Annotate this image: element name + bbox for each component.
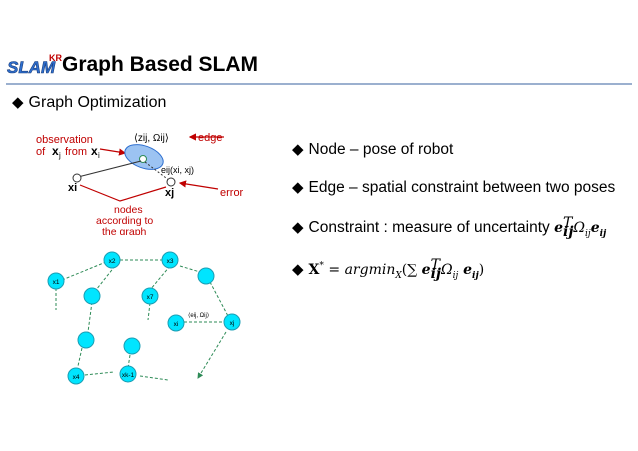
bullet-node: ◆Node – pose of robot	[292, 140, 453, 159]
bullet-node-text: Node – pose of robot	[308, 141, 454, 158]
title-divider	[6, 83, 632, 85]
logo-badge: KR	[49, 53, 62, 63]
math-close: )	[478, 262, 485, 278]
graph-node-x1	[47, 272, 65, 290]
math-X: X	[308, 262, 320, 278]
error-line	[144, 161, 171, 182]
diamond-bullet-icon: ◆	[12, 94, 24, 111]
bullet-constraint-text: Constraint : measure of uncertainty	[308, 219, 555, 236]
math-e: e	[554, 220, 564, 236]
math-e2: e	[590, 220, 600, 236]
diamond-bullet-icon: ◆	[292, 141, 304, 158]
math-argmin: argmin	[344, 262, 396, 278]
node-xi	[72, 173, 82, 183]
constraint-label: ⟨zij, Ωij⟩	[134, 133, 169, 144]
math-eq: =	[323, 262, 345, 278]
graph-label-x4: x4	[73, 374, 80, 381]
node-xi-label: xi	[68, 182, 77, 194]
error-label: error	[220, 187, 244, 199]
math-argmin-sub: X	[395, 271, 402, 282]
math-obj-e2-sub: ij	[472, 271, 479, 282]
graph-node-c	[77, 331, 95, 349]
observation-xi-sub: i	[98, 151, 100, 160]
math-star: *	[319, 260, 324, 271]
graph-edge-label: ⟨eij, Ωij⟩	[188, 312, 209, 319]
math-omega-sub: ij	[585, 229, 591, 240]
observation-from-label: from	[65, 146, 87, 158]
graph-node-a	[197, 267, 215, 285]
math-e2-sub: ij	[599, 229, 607, 240]
observation-xj-sub: j	[58, 151, 61, 160]
nodes-label-3: the graph	[102, 226, 147, 235]
observed-node	[139, 155, 147, 163]
math-obj-e: e	[421, 262, 431, 278]
bullet-edge-text: Edge – spatial constraint between two po…	[308, 179, 616, 196]
graph-label-x7: x7	[147, 294, 154, 301]
math-omega: Ω	[573, 220, 586, 236]
graph-label-x1: x1	[53, 279, 60, 286]
graph-node-x2	[103, 251, 121, 269]
math-obj-sup: T	[430, 256, 440, 273]
page-title: Graph Based SLAM	[62, 53, 259, 76]
graph-node-x3	[161, 251, 179, 269]
nodes-label-1: nodes	[114, 204, 143, 216]
graph-node-xj	[223, 313, 241, 331]
section-title: ◆Graph Optimization	[12, 93, 166, 112]
nodes-label-2: according to	[96, 215, 153, 227]
math-obj-sub: ij	[430, 265, 441, 282]
edge-label: edge	[198, 132, 222, 144]
slam-kr-logo: SLAM KR	[7, 53, 63, 77]
measurement-line	[77, 160, 142, 178]
graph-label-xj: xj	[230, 320, 235, 327]
pose-graph: x1 x2 x3 x7 xi xj x4 xk-1 ⟨eij, Ωij⟩	[47, 251, 241, 385]
observation-of-label: of	[36, 146, 46, 158]
diamond-bullet-icon: ◆	[292, 261, 304, 278]
logo-text: SLAM	[7, 58, 56, 77]
diamond-bullet-icon: ◆	[292, 219, 304, 236]
graph-label-xi: xi	[174, 321, 179, 328]
graph-node-d	[123, 337, 141, 355]
observation-arrow	[99, 148, 127, 156]
error-arrow	[178, 180, 219, 190]
observation-xj: x	[52, 144, 59, 158]
bullet-edge: ◆Edge – spatial constraint between two p…	[292, 178, 615, 197]
math-obj-omega: Ω	[440, 262, 453, 278]
math-sum: (∑	[401, 262, 422, 278]
graph-label-x2: x2	[109, 258, 116, 265]
observation-label: observation	[36, 134, 93, 146]
node-xj-label: xj	[165, 187, 174, 199]
math-sup-t: T	[563, 214, 573, 231]
error-function-label: eij(xi, xj)	[161, 165, 194, 175]
math-sub-ij: ij	[563, 223, 574, 240]
node-xj	[166, 177, 176, 187]
nodes-bracket	[79, 184, 167, 202]
graph-label-xk-1: xk-1	[122, 372, 135, 379]
diamond-bullet-icon: ◆	[292, 179, 304, 196]
section-title-text: Graph Optimization	[28, 94, 167, 111]
graph-label-x3: x3	[167, 258, 174, 265]
observation-xi: x	[91, 144, 98, 158]
graph-node-xk-1	[119, 365, 137, 383]
graph-node-x4	[67, 367, 85, 385]
math-obj-omega-sub: ij	[452, 271, 459, 282]
math-obj-e2: e	[458, 262, 473, 278]
edge-annotation-diagram: observation of x j from x i ⟨zij, Ωij⟩ e…	[36, 132, 244, 235]
graph-node-b	[83, 287, 101, 305]
graph-node-xi	[167, 314, 185, 332]
graph-node-x7	[141, 287, 159, 305]
